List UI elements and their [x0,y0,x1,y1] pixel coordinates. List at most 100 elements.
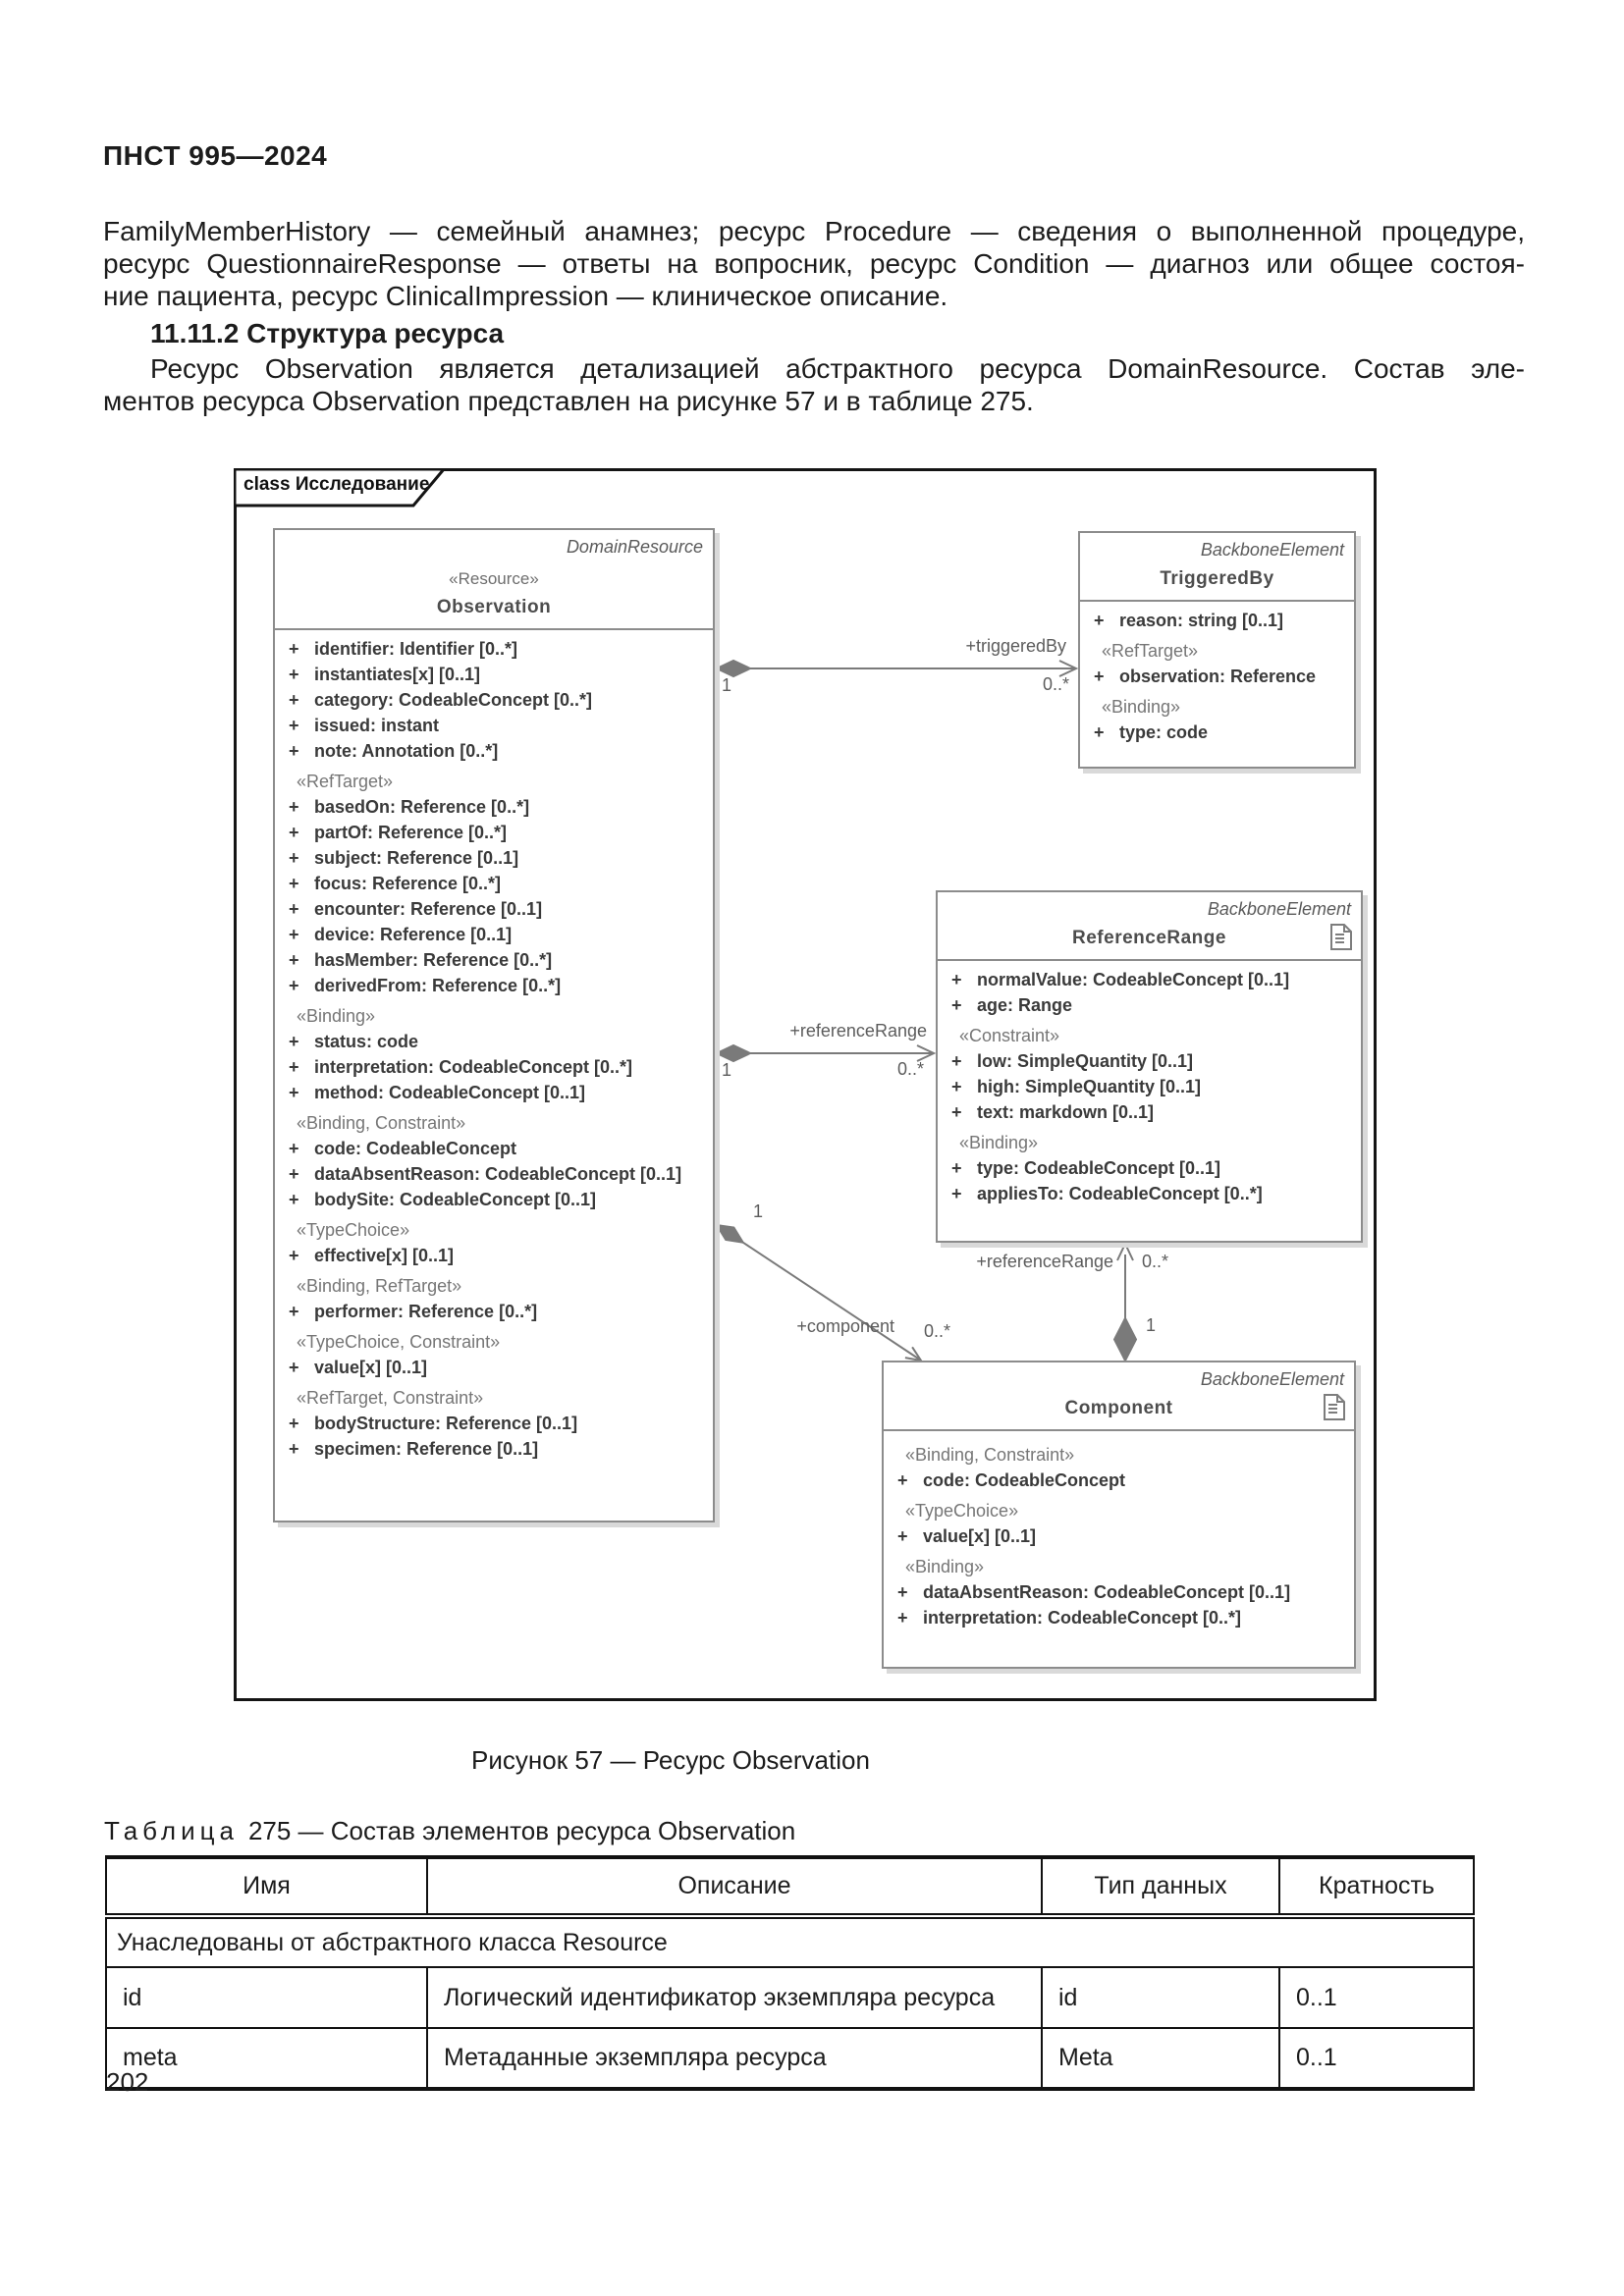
superclass-name: BackboneElement [1200,1369,1344,1389]
attr-text: reason: string [0..1] [1119,611,1284,630]
visibility-plus: + [289,1439,299,1459]
attribute-compartment: +reason: string [0..1] «RefTarget» +obse… [1080,602,1354,751]
paragraph-line: ресурс QuestionnaireResponse — ответы на… [103,248,1525,279]
col-header-description: Описание [426,1856,1043,1919]
body-paragraph: Ресурс Observation является детализацией… [103,352,1525,417]
table-caption-text: 275 — Состав элементов ресурса Observati… [247,1816,796,1845]
visibility-plus: + [289,874,299,893]
stereotype-header: «Binding» [905,1557,985,1576]
section-heading: 11.11.2 Структура ресурса [150,318,505,348]
attr-row: +instantiates[x] [0..1] [283,662,705,687]
visibility-plus: + [289,1057,299,1077]
stereotype-header: «Binding, Constraint» [905,1445,1075,1465]
attr-row: +type: CodeableConcept [0..1] [946,1155,1353,1181]
class-header: DomainResource «Resource» Observation [275,530,713,630]
attr-row: + interpretation: CodeableConcept [0..*] [283,1054,705,1080]
stereotype-header: «TypeChoice» [297,1220,410,1240]
attribute-compartment: +identifier: Identifier [0..*] +instanti… [275,630,713,1468]
visibility-plus: + [951,1077,962,1096]
visibility-plus: + [289,1083,299,1102]
paragraph-line: FamilyMemberHistory — семейный анамнез; … [103,216,1525,246]
multiplicity: 0..* [896,1059,924,1079]
visibility-plus: + [289,1032,299,1051]
visibility-plus: + [289,639,299,659]
visibility-plus: + [289,950,299,970]
attr-row: +derivedFrom: Reference [0..*] [283,973,705,998]
visibility-plus: + [289,823,299,842]
role-label-component: +component [796,1316,894,1336]
superclass-name: BackboneElement [1200,540,1344,560]
visibility-plus: + [1094,667,1105,686]
attr-text: encounter: Reference [0..1] [314,899,543,919]
attr-text: partOf: Reference [0..*] [314,823,508,842]
attr-row: +encounter: Reference [0..1] [283,896,705,922]
stereotype-header: «Binding» [297,1006,376,1026]
table-header-row: Имя Описание Тип данных Кратность [105,1856,1475,1919]
cell-cardinality: 0..1 [1278,1966,1475,2029]
visibility-plus: + [289,1302,299,1321]
visibility-plus: + [951,995,962,1015]
visibility-plus: + [897,1608,908,1628]
table-row: meta Метаданные экземпляра ресурса Meta … [105,2027,1475,2090]
visibility-plus: + [289,665,299,684]
visibility-plus: + [897,1582,908,1602]
attr-row: +category: CodeableConcept [0..*] [283,687,705,713]
elements-table: Имя Описание Тип данных Кратность Унасле… [105,1855,1475,2091]
attr-text: interpretation: CodeableConcept [0..*] [923,1608,1242,1628]
class-header: BackboneElement ReferenceRange [938,892,1361,961]
paragraph-line: ние пациента, ресурс ClinicalImpression … [103,281,948,311]
attr-row: + interpretation: CodeableConcept [0..*] [892,1605,1346,1630]
frame-tab-label: class Исследование [244,474,430,495]
attr-text: note: Annotation [0..*] [314,741,499,761]
multiplicity: 0..* [1142,1252,1169,1271]
attr-row: + value[x] [0..1] [283,1355,705,1380]
visibility-plus: + [951,1184,962,1203]
visibility-plus: + [289,976,299,995]
attr-row: +observation: Reference [1088,664,1346,689]
stereotype-header: «TypeChoice» [905,1501,1019,1521]
visibility-plus: + [951,970,962,989]
attr-text: low: SimpleQuantity [0..1] [977,1051,1194,1071]
attr-text: high: SimpleQuantity [0..1] [977,1077,1202,1096]
visibility-plus: + [951,1102,962,1122]
composition-diamond [1112,1315,1138,1363]
visibility-plus: + [289,1358,299,1377]
attr-row: + high: SimpleQuantity [0..1] [946,1074,1353,1099]
paragraph-line: ментов ресурса Observation представлен н… [103,386,1034,416]
attr-row: +subject: Reference [0..1] [283,845,705,871]
cell-description: Метаданные экземпляра ресурса [426,2027,1043,2090]
stereotype-header: «Binding, RefTarget» [297,1276,462,1296]
paragraph-line: Ресурс Observation является детализацией… [150,353,1525,384]
attr-row: +performer: Reference [0..*] [283,1299,705,1324]
attr-row: + partOf: Reference [0..*] [283,820,705,845]
attr-row: +normalValue: CodeableConcept [0..1] [946,967,1353,992]
attr-text: value[x] [0..1] [314,1358,428,1377]
multiplicity: 1 [722,1060,732,1080]
cell-name: id [105,1966,428,2029]
role-label-triggeredby: +triggeredBy [965,636,1066,656]
attr-text: age: Range [977,995,1073,1015]
cell-name: meta [105,2027,428,2090]
visibility-plus: + [289,741,299,761]
attr-row: +specimen: Reference [0..1] [283,1436,705,1462]
attr-text: status: code [314,1032,419,1051]
attr-text: bodySite: CodeableConcept [0..1] [314,1190,597,1209]
class-observation: DomainResource «Resource» Observation +i… [273,528,715,1522]
attr-row: +value[x] [0..1] [892,1523,1346,1549]
role-label-comp-referencerange: +referenceRange [976,1252,1113,1271]
class-name: TriggeredBy [1160,568,1274,589]
attr-row: +basedOn: Reference [0..*] [283,794,705,820]
stereotype-header: «Binding, Constraint» [297,1113,466,1133]
multiplicity: 1 [1146,1315,1157,1335]
stereotype-header: «RefTarget» [297,772,394,791]
aggregation-diamond [714,659,753,678]
visibility-plus: + [289,797,299,817]
stereotype-header: «RefTarget, Constraint» [297,1388,484,1408]
attr-text: code: CodeableConcept [923,1470,1126,1490]
attr-text: hasMember: Reference [0..*] [314,950,553,970]
class-name: Component [1064,1398,1173,1418]
attr-text: effective[x] [0..1] [314,1246,455,1265]
attr-text: interpretation: CodeableConcept [0..*] [314,1057,633,1077]
connector-component [715,1223,924,1362]
